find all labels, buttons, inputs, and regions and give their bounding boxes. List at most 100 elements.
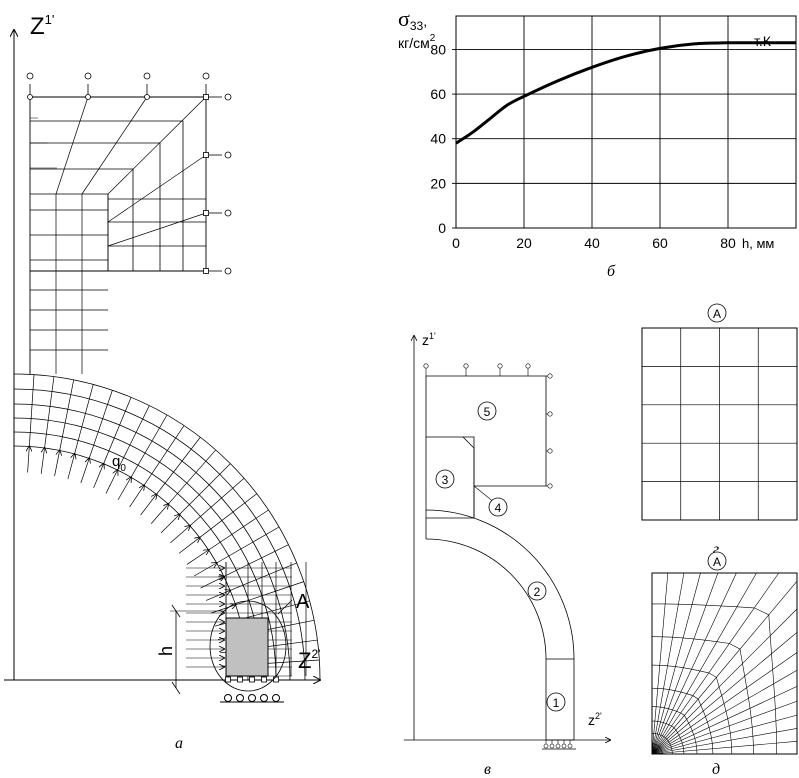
v-region-5-label: 5 [484, 405, 491, 419]
d-mesh-radial [651, 686, 798, 755]
v-outer-arc [425, 509, 575, 660]
d-mesh-radial [651, 572, 701, 755]
d-mesh-radial [651, 670, 798, 755]
a-mesh-radial [103, 397, 132, 464]
a-pressure-arrow [178, 538, 200, 554]
d-mesh-radial [651, 572, 719, 755]
a-support-roller [236, 694, 244, 702]
z2-axis-label: Z2' [298, 647, 320, 673]
g-mesh [641, 327, 798, 521]
chart-xtick-label: 0 [452, 235, 460, 251]
a-pressure-arrow [193, 563, 217, 577]
a-support-roller [224, 93, 232, 101]
a-node [203, 268, 209, 274]
chart-ytick-label: 20 [430, 175, 446, 191]
a-mesh-radial [208, 509, 269, 551]
d-mesh-radial [651, 728, 798, 755]
d-mesh-radial [651, 700, 798, 755]
caption-g: г [713, 541, 719, 558]
v-support-roller [555, 743, 561, 749]
z1-axis-label: Z1' [30, 12, 54, 40]
detail-circle [209, 600, 287, 692]
v-region-1-outline [545, 658, 575, 741]
d-mesh-radial [651, 714, 798, 755]
chart-ytick-label: 60 [430, 86, 446, 102]
a-support-roller [84, 72, 92, 80]
a-mesh-radial [143, 425, 185, 486]
v-z2-label: z2' [588, 711, 602, 728]
v-inner-arc [425, 538, 547, 660]
a-support-roller [224, 694, 232, 702]
d-mesh-radial [651, 572, 685, 755]
chart-ylabel: σ33, [398, 6, 427, 33]
d-frame [651, 572, 798, 755]
a-support-roller [202, 72, 210, 80]
chart-frame [455, 15, 797, 229]
d-title: A [713, 555, 721, 569]
g-title: A [713, 307, 721, 321]
a-mesh-radial [44, 376, 55, 449]
a-block-diagonal [107, 154, 207, 223]
a-mesh-radial [179, 463, 231, 515]
v-region-5-circle [477, 401, 497, 421]
a-pressure-arrow [186, 550, 209, 565]
load-label: q0 [112, 453, 126, 474]
v-support-roller [547, 448, 553, 454]
g-title-circle [707, 303, 727, 323]
a-node [273, 676, 279, 683]
a-mesh-radial [230, 562, 297, 591]
v-region-1-circle [546, 692, 566, 712]
a-pressure-arrow [80, 458, 89, 484]
d-mesh-radial [651, 572, 737, 755]
d-mesh-radial [651, 572, 669, 755]
a-mesh-radial [199, 493, 257, 538]
a-support-roller [26, 72, 34, 80]
a-pressure-arrow [117, 477, 131, 501]
v-support-roller [549, 743, 555, 749]
a-node [261, 676, 267, 683]
v-region-3-circle [435, 469, 455, 489]
v-support-roller [463, 363, 469, 369]
v-z1-label: z1' [422, 331, 436, 348]
a-pressure-arrow [67, 454, 75, 480]
a-node [85, 94, 91, 100]
v-support-roller [543, 743, 549, 749]
panel-g-grid: A г [641, 303, 798, 558]
chart-xtick-label: 20 [516, 235, 532, 251]
a-mesh-radial [189, 477, 245, 526]
v-region-1-label: 1 [553, 696, 560, 710]
a-support-roller [248, 694, 256, 702]
a-pressure-arrow [140, 494, 157, 516]
chart-ytick-label: 0 [438, 220, 446, 236]
panel-d-radial-mesh: A д [651, 551, 798, 778]
a-support-roller [143, 72, 151, 80]
a-mesh-radial [59, 379, 75, 451]
a-node [203, 94, 209, 100]
d-mesh-radial [651, 741, 798, 755]
v-support-roller [547, 373, 553, 379]
a-support-roller [260, 694, 268, 702]
a-node [203, 210, 209, 216]
chart-ytick-label: 80 [430, 41, 446, 57]
chart-yunit: кг/см2 [398, 33, 436, 51]
a-mesh-radial [216, 526, 280, 564]
chart-xtick-label: 40 [584, 235, 600, 251]
a-pressure-arrow [40, 448, 44, 474]
panel-a-mesh [13, 72, 321, 703]
v-region-3-label: 3 [442, 473, 449, 487]
a-mesh-radial [130, 414, 168, 478]
panel-a-fe-mesh: Z1' Z2' q0 h A а [4, 12, 320, 752]
a-support-roller [272, 694, 280, 702]
caption-a: а [175, 735, 183, 752]
a-node [225, 676, 231, 683]
caption-v: в [484, 761, 491, 778]
detail-label-a: A [296, 591, 310, 613]
a-support-roller [224, 151, 232, 159]
a-block-diagonal [55, 96, 89, 195]
chart-grid [452, 16, 796, 229]
